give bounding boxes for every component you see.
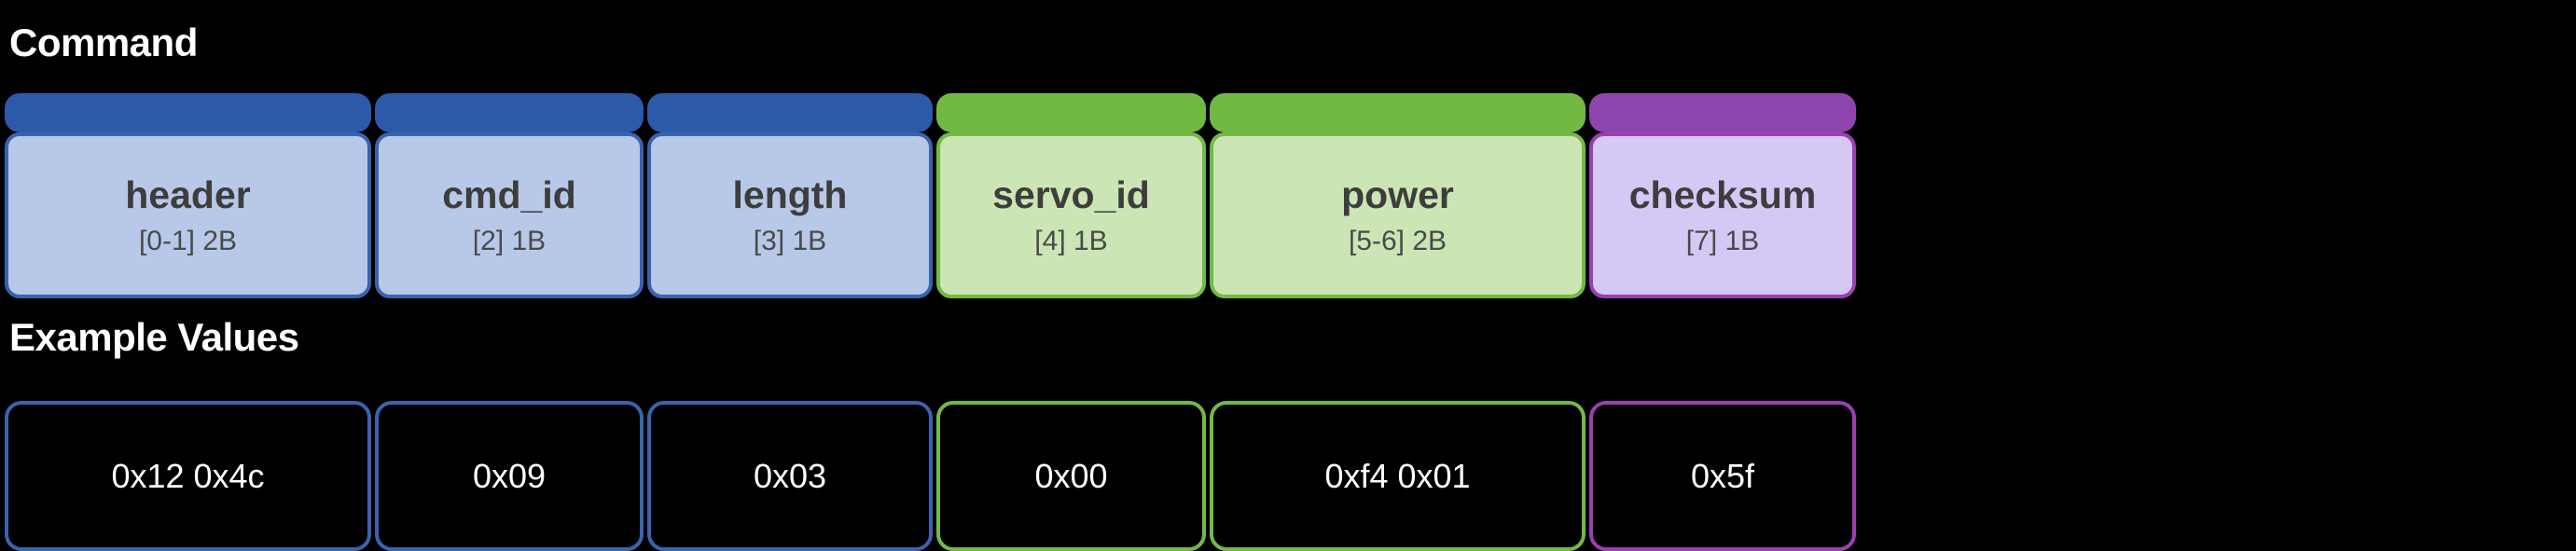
- field-accent-bar-cmd_id: [375, 93, 644, 132]
- value-box-power[interactable]: 0xf4 0x01: [1210, 401, 1586, 551]
- field-box-length[interactable]: length [3] 1B: [647, 132, 933, 298]
- value-text-cmd_id: 0x09: [472, 456, 547, 495]
- field-accent-bar-servo_id: [936, 93, 1206, 132]
- field-byte-range-label: [0-1] 2B: [138, 225, 238, 256]
- value-text-power: 0xf4 0x01: [1324, 456, 1471, 495]
- field-name-label: servo_id: [992, 172, 1150, 216]
- field-accent-bar-header: [5, 93, 371, 132]
- value-text-header: 0x12 0x4c: [111, 456, 265, 495]
- field-byte-range-label: [7] 1B: [1685, 225, 1760, 256]
- field-byte-range-label: [2] 1B: [472, 225, 547, 256]
- field-byte-range-label: [5-6] 2B: [1348, 225, 1447, 256]
- value-box-length[interactable]: 0x03: [647, 401, 933, 551]
- field-power[interactable]: power [5-6] 2B: [1210, 93, 1586, 298]
- field-name-label: power: [1341, 172, 1454, 216]
- field-name-label: length: [732, 172, 848, 216]
- field-box-power[interactable]: power [5-6] 2B: [1210, 132, 1586, 298]
- value-box-checksum[interactable]: 0x5f: [1589, 401, 1856, 551]
- field-servo_id[interactable]: servo_id [4] 1B: [936, 93, 1206, 298]
- value-text-checksum: 0x5f: [1690, 456, 1755, 495]
- field-box-header[interactable]: header [0-1] 2B: [5, 132, 371, 298]
- field-box-cmd_id[interactable]: cmd_id [2] 1B: [375, 132, 644, 298]
- field-byte-range-label: [4] 1B: [1034, 225, 1108, 256]
- value-box-servo_id[interactable]: 0x00: [936, 401, 1206, 551]
- field-checksum[interactable]: checksum [7] 1B: [1589, 93, 1856, 298]
- field-name-label: checksum: [1628, 172, 1817, 216]
- field-cmd_id[interactable]: cmd_id [2] 1B: [375, 93, 644, 298]
- field-accent-bar-checksum: [1589, 93, 1856, 132]
- field-box-servo_id[interactable]: servo_id [4] 1B: [936, 132, 1206, 298]
- field-length[interactable]: length [3] 1B: [647, 93, 933, 298]
- field-box-checksum[interactable]: checksum [7] 1B: [1589, 132, 1856, 298]
- example-value-row: 0x12 0x4c 0x09 0x03 0x00 0xf4 0x01 0x5f: [0, 401, 1865, 551]
- value-box-cmd_id[interactable]: 0x09: [375, 401, 644, 551]
- field-accent-bar-length: [647, 93, 933, 132]
- field-accent-bar-power: [1210, 93, 1586, 132]
- value-text-servo_id: 0x00: [1034, 456, 1108, 495]
- field-byte-range-label: [3] 1B: [753, 225, 827, 256]
- value-text-length: 0x03: [753, 456, 827, 495]
- command-field-row: header [0-1] 2B cmd_id [2] 1B length [3] 1B se…: [0, 93, 1865, 303]
- command-section-title: Command: [9, 21, 198, 64]
- field-name-label: cmd_id: [442, 172, 576, 216]
- value-box-header[interactable]: 0x12 0x4c: [5, 401, 371, 551]
- example-values-section-title: Example Values: [9, 315, 299, 359]
- field-header[interactable]: header [0-1] 2B: [5, 93, 371, 298]
- field-name-label: header: [125, 172, 251, 216]
